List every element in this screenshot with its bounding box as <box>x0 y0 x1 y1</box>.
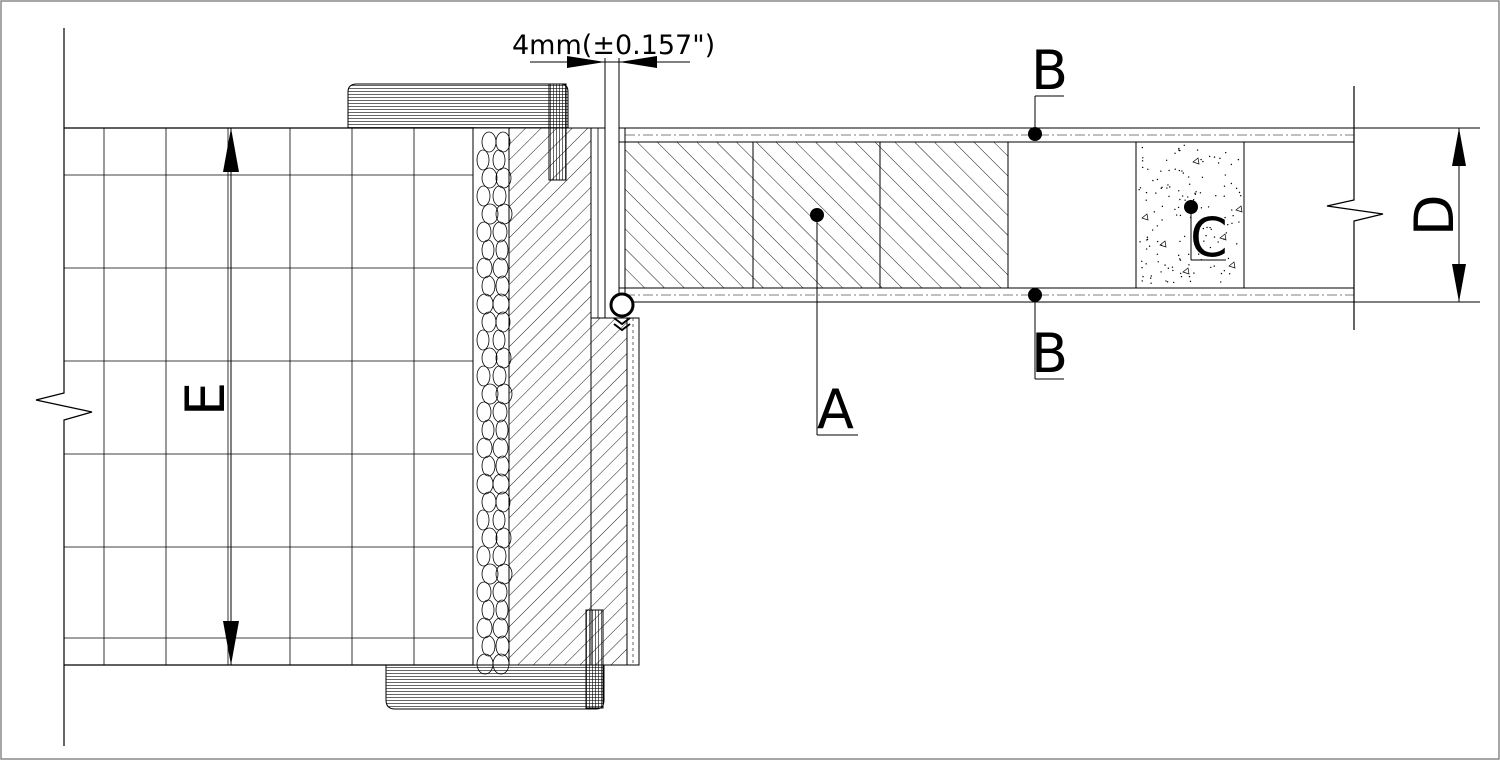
concrete-core <box>1135 141 1245 289</box>
label-d: D <box>1403 194 1466 236</box>
bottom-architrave <box>385 609 605 710</box>
door-frame-section <box>508 127 640 666</box>
gap-dimension <box>530 56 690 128</box>
leader-b-bottom <box>1028 288 1064 380</box>
top-architrave <box>347 83 569 181</box>
gasket-seal <box>609 292 635 332</box>
leaf-break-line <box>1326 86 1384 330</box>
rubble-filler <box>472 127 513 675</box>
door-leaf <box>618 127 1355 303</box>
label-a: A <box>817 378 854 441</box>
label-b-top: B <box>1031 39 1068 102</box>
leader-b-top <box>1028 95 1064 141</box>
gap-dimension-label: 4mm(±0.157") <box>512 30 715 61</box>
label-b-bottom: B <box>1031 322 1068 385</box>
dimension-d <box>1354 127 1480 303</box>
label-e: E <box>174 382 237 416</box>
wall-break-line <box>35 28 93 746</box>
leader-a <box>810 208 858 436</box>
dimension-e <box>203 127 270 666</box>
leader-c <box>1184 200 1226 261</box>
label-c: C <box>1190 206 1228 269</box>
brick-wall <box>64 127 475 666</box>
